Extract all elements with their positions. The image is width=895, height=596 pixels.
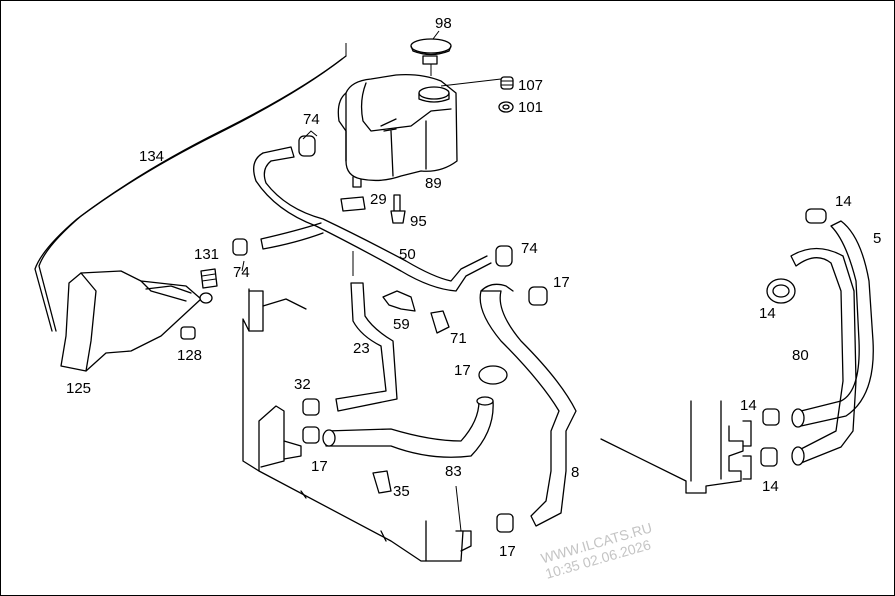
label-107: 107 [518, 77, 544, 94]
label-23: 23 [353, 340, 370, 357]
label-50: 50 [399, 246, 416, 263]
label-95: 95 [410, 213, 427, 230]
label-101: 101 [518, 99, 544, 116]
label-74-upper: 74 [303, 111, 320, 128]
hose-134 [34, 55, 347, 332]
clamp-74-right [495, 245, 513, 267]
hose-83 [322, 396, 494, 458]
label-14-left: 14 [759, 305, 776, 322]
washer-101 [498, 101, 514, 113]
clamp-74-upper [298, 130, 318, 157]
label-8: 8 [571, 464, 580, 481]
clamp-17-upper [528, 286, 548, 306]
label-17-upper: 17 [553, 274, 570, 291]
label-134: 134 [139, 148, 165, 165]
clamp-17-lower [496, 513, 514, 533]
plug-128 [180, 326, 196, 340]
label-14-low: 14 [762, 478, 779, 495]
clamp-14-low [760, 447, 778, 467]
cap [410, 38, 452, 76]
label-5: 5 [873, 230, 882, 247]
label-74-right: 74 [521, 240, 538, 257]
label-17-left: 17 [311, 458, 328, 475]
grommet-107 [500, 76, 514, 90]
radiator-right [600, 400, 752, 494]
label-71: 71 [450, 330, 467, 347]
clamp-14-top [805, 208, 827, 224]
clamp-59 [382, 290, 416, 312]
label-17-middle: 17 [454, 362, 471, 379]
hose-50 [253, 146, 492, 292]
label-32: 32 [294, 376, 311, 393]
grommet-131 [199, 268, 218, 304]
label-80: 80 [792, 347, 809, 364]
clip-29 [340, 196, 366, 212]
clamp-14-left [766, 278, 796, 304]
clip-35 [372, 470, 392, 494]
valve-95 [390, 194, 406, 224]
label-14-mid: 14 [740, 397, 757, 414]
reservoir [60, 270, 202, 372]
label-35: 35 [393, 483, 410, 500]
label-89: 89 [425, 175, 442, 192]
hose-80 [790, 247, 857, 466]
label-131: 131 [194, 246, 220, 263]
hose-23 [335, 282, 398, 412]
label-59: 59 [393, 316, 410, 333]
label-29: 29 [370, 191, 387, 208]
clamp-17-middle [478, 365, 508, 385]
expansion-tank [337, 73, 458, 188]
radiator [242, 288, 472, 562]
hose-5 [800, 220, 874, 427]
clamp-71 [430, 310, 450, 334]
label-14-top: 14 [835, 193, 852, 210]
label-98: 98 [435, 15, 452, 32]
clamp-32 [302, 398, 320, 416]
label-74-left: 74 [233, 264, 250, 281]
hose-8 [479, 283, 577, 527]
label-83: 83 [445, 463, 462, 480]
clamp-14-mid [762, 408, 780, 426]
label-17-lower: 17 [499, 543, 516, 560]
label-125: 125 [66, 380, 92, 397]
leader-lines [241, 30, 502, 532]
clamp-74-left [232, 238, 248, 256]
clamp-17-left [302, 426, 320, 444]
label-128: 128 [177, 347, 203, 364]
